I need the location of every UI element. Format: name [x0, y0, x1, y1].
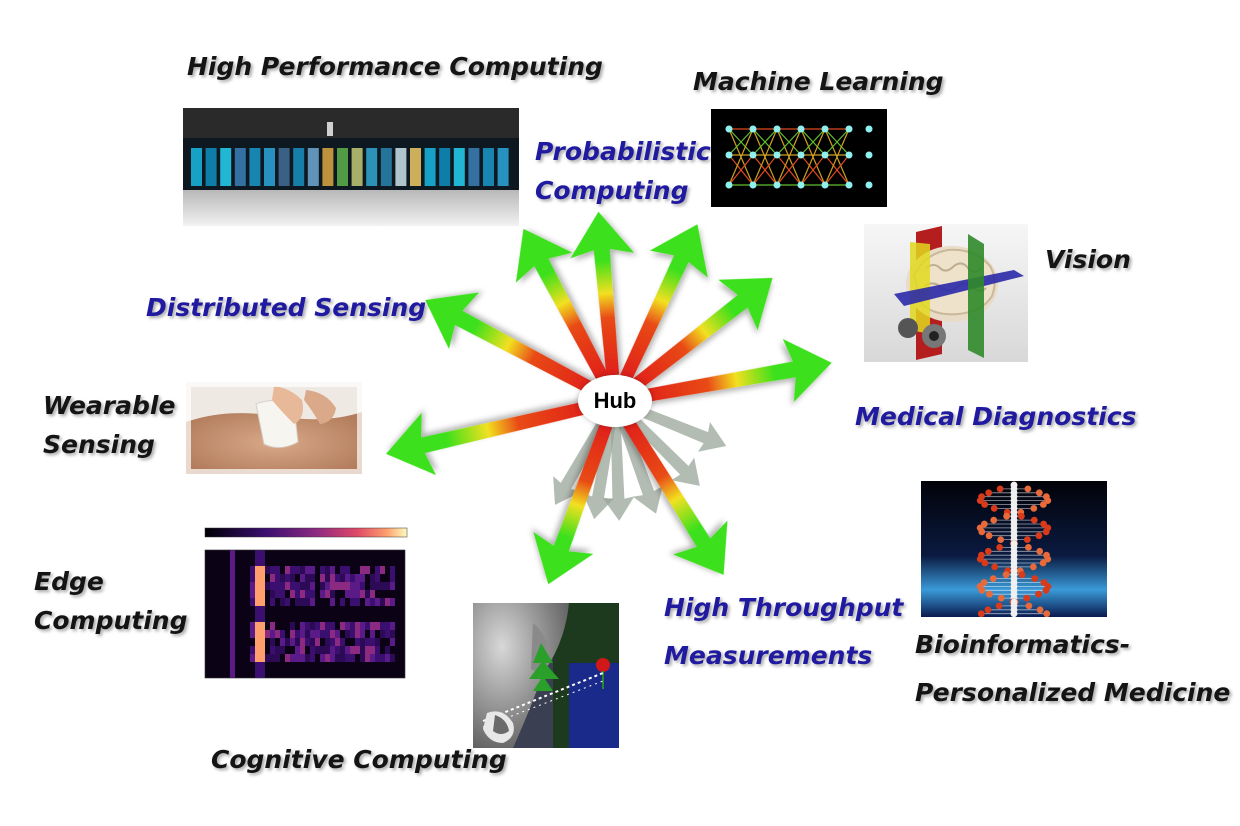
- label-edge-line2: Computing: [34, 605, 188, 635]
- label-bioinformatics-line2: Personalized Medicine: [915, 677, 1231, 707]
- rack: [483, 148, 494, 186]
- network-node: [845, 151, 853, 159]
- network-node: [749, 181, 757, 189]
- hub-node: Hub: [578, 375, 652, 427]
- rack: [395, 148, 407, 186]
- arrow-probabilistic: [570, 211, 635, 376]
- label-wearable-line2: Sensing: [43, 429, 155, 459]
- arrow-vision: [631, 277, 773, 391]
- arrow-machine-learning: [620, 224, 708, 381]
- label-vision: Vision: [1045, 245, 1131, 274]
- rack: [468, 148, 480, 186]
- network-node: [797, 181, 805, 189]
- arrow-probabilistic-left: [515, 228, 609, 382]
- network-node: [865, 125, 873, 133]
- label-probabilistic-line2: Computing: [535, 175, 689, 205]
- ghost-arrow: [635, 405, 727, 452]
- network-node: [821, 151, 829, 159]
- wearable-sensor-image: [186, 382, 362, 474]
- rack: [205, 148, 217, 186]
- neural-network-image: [711, 109, 887, 207]
- ghost-arrow: [628, 414, 700, 486]
- arrow-wearable-sensing: [386, 400, 592, 476]
- rack: [351, 148, 363, 186]
- brain-scan-image: [864, 224, 1028, 362]
- rack: [293, 148, 305, 186]
- label-wearable-line1: Wearable: [43, 391, 176, 420]
- label-probabilistic-computing: Probabilistic Computing: [535, 133, 711, 211]
- rack: [453, 148, 465, 186]
- ghost-arrow: [618, 421, 663, 514]
- rack: [191, 148, 202, 186]
- rack: [307, 148, 319, 186]
- rack: [424, 148, 436, 186]
- label-high-throughput-line1: High Throughput: [664, 593, 904, 622]
- label-medical-diagnostics: Medical Diagnostics: [855, 402, 1137, 431]
- label-high-throughput-line2: Measurements: [664, 640, 873, 670]
- network-node: [749, 125, 757, 133]
- network-node: [773, 125, 781, 133]
- label-cognitive-computing: Cognitive Computing: [211, 745, 507, 774]
- network-node: [865, 181, 873, 189]
- heatmap-image: [199, 518, 410, 692]
- label-edge-line1: Edge: [34, 567, 104, 596]
- label-wearable-sensing: Wearable Sensing: [43, 387, 175, 465]
- ghost-arrow: [602, 424, 635, 521]
- rack: [249, 148, 261, 186]
- network-node: [749, 151, 757, 159]
- hub-label: Hub: [593, 388, 637, 413]
- rack: [439, 148, 451, 186]
- network-node: [725, 125, 733, 133]
- rack: [497, 148, 509, 186]
- label-bioinformatics: Bioinformatics- Personalized Medicine: [915, 621, 1230, 716]
- network-node: [773, 181, 781, 189]
- rack: [234, 148, 246, 186]
- network-node: [845, 181, 853, 189]
- arrow-cognitive-computing: [533, 423, 613, 585]
- arrow-distributed-sensing: [425, 292, 596, 395]
- rack: [380, 148, 392, 186]
- label-edge-computing: Edge Computing: [34, 563, 187, 641]
- supercomputer-image: [183, 108, 519, 226]
- arrow-high-throughput: [623, 419, 728, 575]
- network-node: [725, 151, 733, 159]
- network-node: [821, 181, 829, 189]
- label-high-throughput-measurements: High Throughput Measurements: [664, 584, 903, 679]
- label-machine-learning: Machine Learning: [693, 67, 944, 96]
- rack: [264, 148, 275, 186]
- label-probabilistic-line1: Probabilistic: [535, 137, 711, 166]
- rack: [337, 148, 348, 186]
- rack: [410, 148, 421, 186]
- rack: [220, 148, 232, 186]
- network-node: [865, 151, 873, 159]
- network-node: [821, 125, 829, 133]
- rack: [278, 148, 290, 186]
- ghost-arrow: [582, 423, 616, 520]
- network-node: [797, 125, 805, 133]
- main-arrows: [386, 211, 832, 585]
- label-high-performance-computing: High Performance Computing: [187, 52, 603, 81]
- network-node: [797, 151, 805, 159]
- dna-helix-image: [921, 481, 1107, 617]
- network-node: [725, 181, 733, 189]
- arrow-medical-diagnostics: [639, 338, 832, 403]
- face-scan-image: [473, 603, 619, 748]
- rack: [322, 148, 334, 186]
- network-node: [773, 151, 781, 159]
- rack: [366, 148, 378, 186]
- network-node: [845, 125, 853, 133]
- label-bioinformatics-line1: Bioinformatics-: [915, 630, 1131, 659]
- label-distributed-sensing: Distributed Sensing: [146, 293, 427, 322]
